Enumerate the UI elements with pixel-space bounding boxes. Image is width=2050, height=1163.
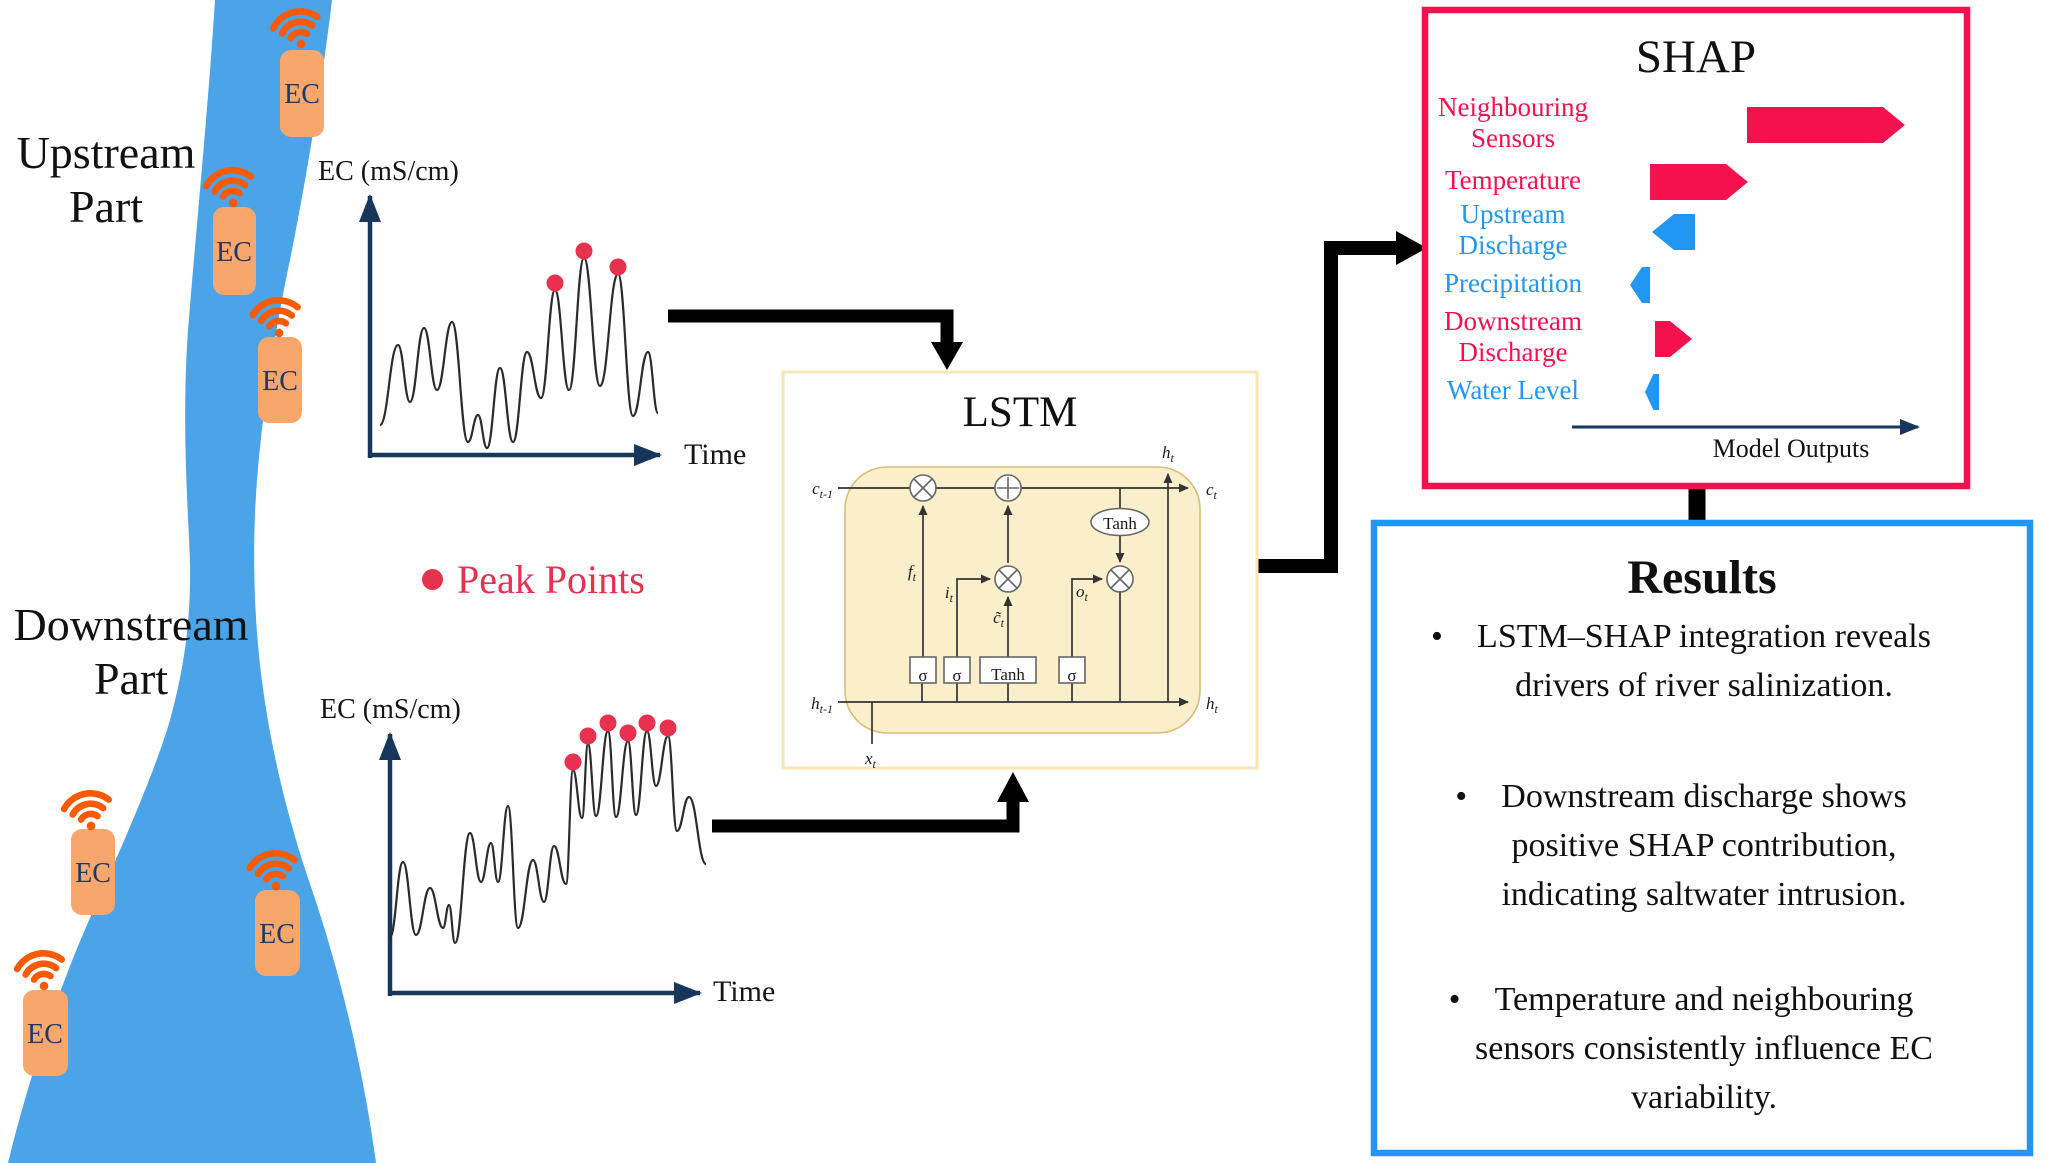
peak-points-legend: Peak Points <box>422 556 645 603</box>
downstream-x-axis-label: Time <box>713 975 776 1008</box>
peak-point-dot <box>619 724 637 742</box>
peak-point-dot <box>659 719 677 737</box>
downstream-chart <box>379 714 708 1004</box>
ec-sensor-label: EC <box>75 858 111 889</box>
lstm-labels: ct-1 ct ht-1 ht ht xt ft it c̃t ot <box>811 443 1218 771</box>
peak-point-dot <box>575 242 593 260</box>
ec-sensor: EC <box>213 207 256 295</box>
shap-bars <box>1630 107 1905 410</box>
lstm-label-c-out: ct <box>1206 480 1218 502</box>
downstream-part-line1: Downstream <box>13 599 249 650</box>
upstream-chart <box>359 194 662 466</box>
upstream-curve <box>378 256 660 450</box>
arrow-downstream-to-lstm <box>712 800 1020 833</box>
results-box <box>1370 519 2034 1157</box>
shap-bar-negative <box>1630 267 1650 303</box>
arrow-upstream-to-lstm <box>668 309 954 342</box>
sigma-gate-label: σ <box>918 666 927 685</box>
shap-title: SHAP <box>1635 31 1757 83</box>
ec-sensor-label: EC <box>27 1019 63 1050</box>
lstm-label-h-prev: ht-1 <box>811 694 833 716</box>
peak-point-dot <box>564 753 582 771</box>
peak-point-dot <box>599 714 617 732</box>
shap-bar-negative <box>1645 374 1659 410</box>
lstm-label-i-gate: it <box>945 583 954 605</box>
ec-sensor: EC <box>258 337 302 423</box>
upstream-y-axis-label: EC (mS/cm) <box>318 156 459 187</box>
downstream-curve <box>388 729 708 945</box>
sigma-gate-label: σ <box>1067 666 1076 685</box>
lstm-gate-glyphs: σ σ Tanh σ Tanh <box>918 514 1137 685</box>
arrowhead-up-icon <box>997 772 1029 802</box>
ec-sensor-label: EC <box>262 366 298 397</box>
downstream-part-label: Downstream Part <box>0 598 262 706</box>
ec-sensor: EC <box>23 990 68 1076</box>
shap-feature-label: Water Level <box>1447 374 1579 405</box>
shap-bar-positive <box>1655 321 1692 357</box>
lstm-label-o-gate: ot <box>1076 582 1089 604</box>
ec-sensor-label: EC <box>284 79 320 110</box>
peak-point-dot <box>638 714 656 732</box>
upstream-part-label: Upstream Part <box>0 126 212 234</box>
shap-bar-negative <box>1652 214 1695 250</box>
peak-point-dot <box>579 727 597 745</box>
arrow-lstm-to-shap <box>1257 241 1396 573</box>
upstream-part-line2: Part <box>68 181 144 232</box>
ec-sensor: EC <box>255 890 300 976</box>
lstm-panel: ct-1 ct ht-1 ht ht xt ft it c̃t ot σ σ T… <box>781 370 1259 771</box>
shap-panel <box>1421 6 1971 490</box>
results-title: Results <box>1627 551 1777 604</box>
wifi-icon <box>62 789 114 835</box>
shap-bar-positive <box>1747 107 1905 143</box>
lstm-title: LSTM <box>962 389 1078 436</box>
peak-point-dot <box>546 274 564 292</box>
ec-sensor: EC <box>71 829 115 915</box>
lstm-label-x-in: xt <box>864 749 877 771</box>
upstream-x-axis-label: Time <box>684 438 747 471</box>
ec-sensor: EC <box>280 50 324 137</box>
peak-points-label: Peak Points <box>457 557 645 602</box>
peak-point-dot <box>609 258 627 276</box>
lstm-label-h-out-top: ht <box>1162 443 1175 465</box>
lstm-label-f-gate: ft <box>908 562 917 584</box>
ec-sensor-label: EC <box>259 919 295 950</box>
arrowhead-down-icon <box>931 342 963 370</box>
lstm-cell-body <box>844 466 1201 734</box>
ec-sensor-label: EC <box>216 237 252 268</box>
river <box>8 0 376 1163</box>
arrowhead-right-icon <box>1396 231 1427 265</box>
tanh-gate-label: Tanh <box>991 665 1025 684</box>
upstream-peaks <box>546 242 627 292</box>
tanh-node-label: Tanh <box>1103 514 1137 533</box>
ec-sensors: EC EC EC EC EC EC <box>23 50 324 1076</box>
upstream-part-line1: Upstream <box>16 127 196 178</box>
shap-bar-positive <box>1650 164 1748 200</box>
lstm-label-c-prev: ct-1 <box>812 479 833 501</box>
downstream-part-line2: Part <box>93 653 169 704</box>
wifi-icon <box>15 949 67 995</box>
peak-point-icon <box>422 569 443 590</box>
downstream-peaks <box>564 714 677 771</box>
sigma-gate-label: σ <box>952 666 961 685</box>
downstream-y-axis-label: EC (mS/cm) <box>320 694 461 725</box>
shap-feature-label: Precipitation <box>1444 267 1582 298</box>
lstm-label-c-tilde: c̃t <box>993 608 1005 630</box>
lstm-label-h-out-right: ht <box>1206 694 1219 716</box>
shap-feature-label: Temperature <box>1444 164 1582 195</box>
lstm-nodes <box>909 474 1150 684</box>
shap-axis-label: Model Outputs <box>1712 434 1870 463</box>
shap-box <box>1421 6 1971 490</box>
